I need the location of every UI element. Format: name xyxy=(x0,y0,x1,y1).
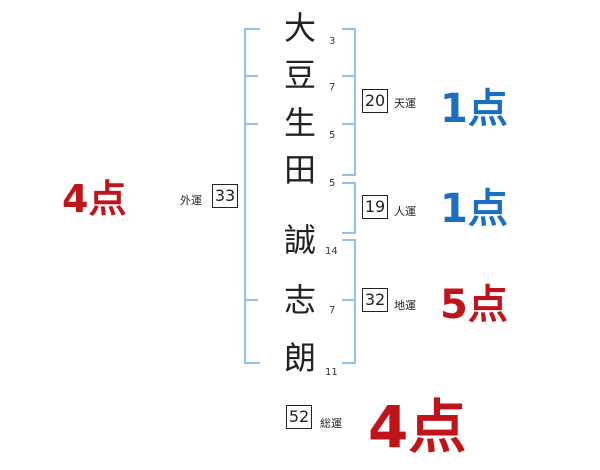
outer-bracket xyxy=(244,28,260,364)
jinkaku-value: 19 xyxy=(362,195,388,219)
chikaku-value: 32 xyxy=(362,288,388,312)
name-char: 豆 xyxy=(283,56,316,94)
gaikaku-value: 33 xyxy=(212,184,238,208)
name-char: 朗 xyxy=(283,339,316,377)
bracket-tick xyxy=(246,75,258,77)
soukaku-label: 総運 xyxy=(320,417,342,430)
bracket-tick xyxy=(342,123,354,125)
gaikaku-label: 外運 xyxy=(180,194,202,207)
stroke-count: 11 xyxy=(325,367,338,378)
stroke-count: 14 xyxy=(325,246,338,257)
tenkaku-score: 1点 xyxy=(440,86,508,132)
soukaku-value: 52 xyxy=(286,405,312,429)
tenkaku-label: 天運 xyxy=(394,97,416,110)
jinkaku-bracket xyxy=(342,182,356,234)
bracket-tick xyxy=(246,299,258,301)
stroke-count: 7 xyxy=(329,82,336,93)
name-char: 誠 xyxy=(283,221,316,259)
chikaku-label: 地運 xyxy=(394,299,416,312)
bracket-tick xyxy=(246,123,258,125)
tenkaku-value: 20 xyxy=(362,89,388,113)
tenkaku-bracket xyxy=(342,28,356,176)
stroke-count: 7 xyxy=(329,305,336,316)
name-char: 大 xyxy=(283,9,316,47)
stroke-count: 5 xyxy=(329,178,336,189)
bracket-tick xyxy=(342,75,354,77)
gaikaku-score: 4点 xyxy=(62,177,127,221)
name-char: 生 xyxy=(283,104,316,142)
name-char: 田 xyxy=(283,151,316,189)
soukaku-score: 4点 xyxy=(368,393,467,461)
stroke-count: 3 xyxy=(329,36,336,47)
jinkaku-label: 人運 xyxy=(394,205,416,218)
jinkaku-score: 1点 xyxy=(440,186,508,232)
bracket-tick xyxy=(342,299,354,301)
chikaku-bracket xyxy=(342,239,356,364)
stroke-count: 5 xyxy=(329,130,336,141)
chikaku-score: 5点 xyxy=(440,282,508,328)
name-char: 志 xyxy=(283,281,316,319)
